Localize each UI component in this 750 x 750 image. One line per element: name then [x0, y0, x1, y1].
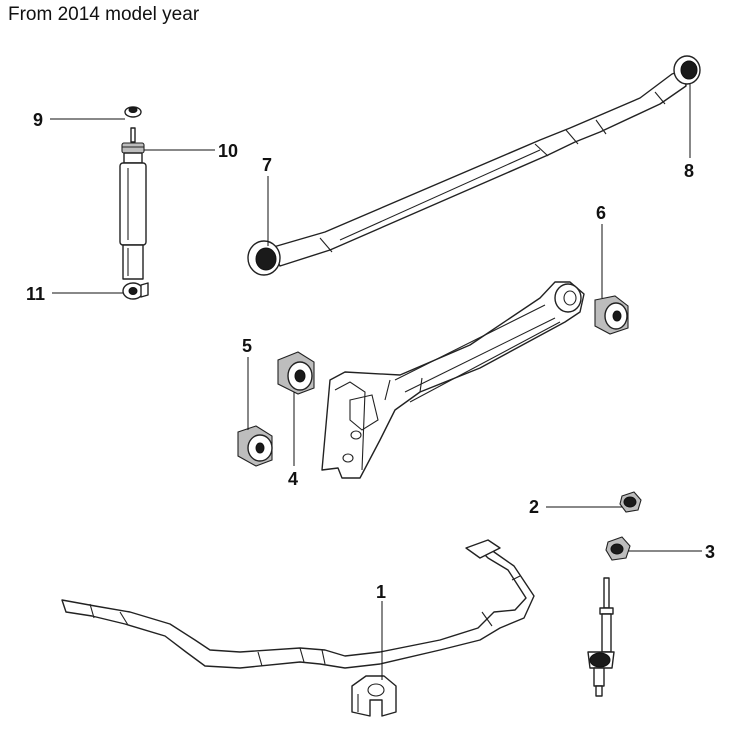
link-bushing-2: [619, 491, 642, 513]
callout-4: 4: [288, 469, 298, 489]
callout-1: 1: [376, 582, 386, 602]
link-bushing-3: [605, 536, 631, 561]
control-arm: [321, 281, 585, 479]
stabilizer-bar: [61, 539, 535, 669]
callout-10: 10: [218, 141, 238, 161]
shock-body: [119, 162, 147, 246]
callout-labels: 1 2 3 4 5 6 7 8 9 10 11: [26, 110, 715, 602]
track-bar: [247, 55, 701, 276]
mount-10: [121, 142, 145, 154]
stabilizer-bushing-1: [351, 675, 397, 717]
callout-8: 8: [684, 161, 694, 181]
bushing-5-part: [237, 425, 273, 467]
caption: From 2014 model year: [8, 4, 200, 25]
stabilizer-link: [587, 577, 615, 697]
shock-stud: [130, 127, 136, 143]
callout-2: 2: [529, 497, 539, 517]
callout-9: 9: [33, 110, 43, 130]
leader-lines: [50, 84, 702, 680]
callout-5: 5: [242, 336, 252, 356]
callout-3: 3: [705, 542, 715, 562]
callout-11: 11: [26, 284, 45, 304]
callout-6: 6: [596, 203, 606, 223]
bushing-6-part: [594, 295, 629, 335]
shock-absorber: [119, 106, 149, 300]
callout-7: 7: [262, 155, 272, 175]
bushing-4-part: [277, 351, 315, 395]
